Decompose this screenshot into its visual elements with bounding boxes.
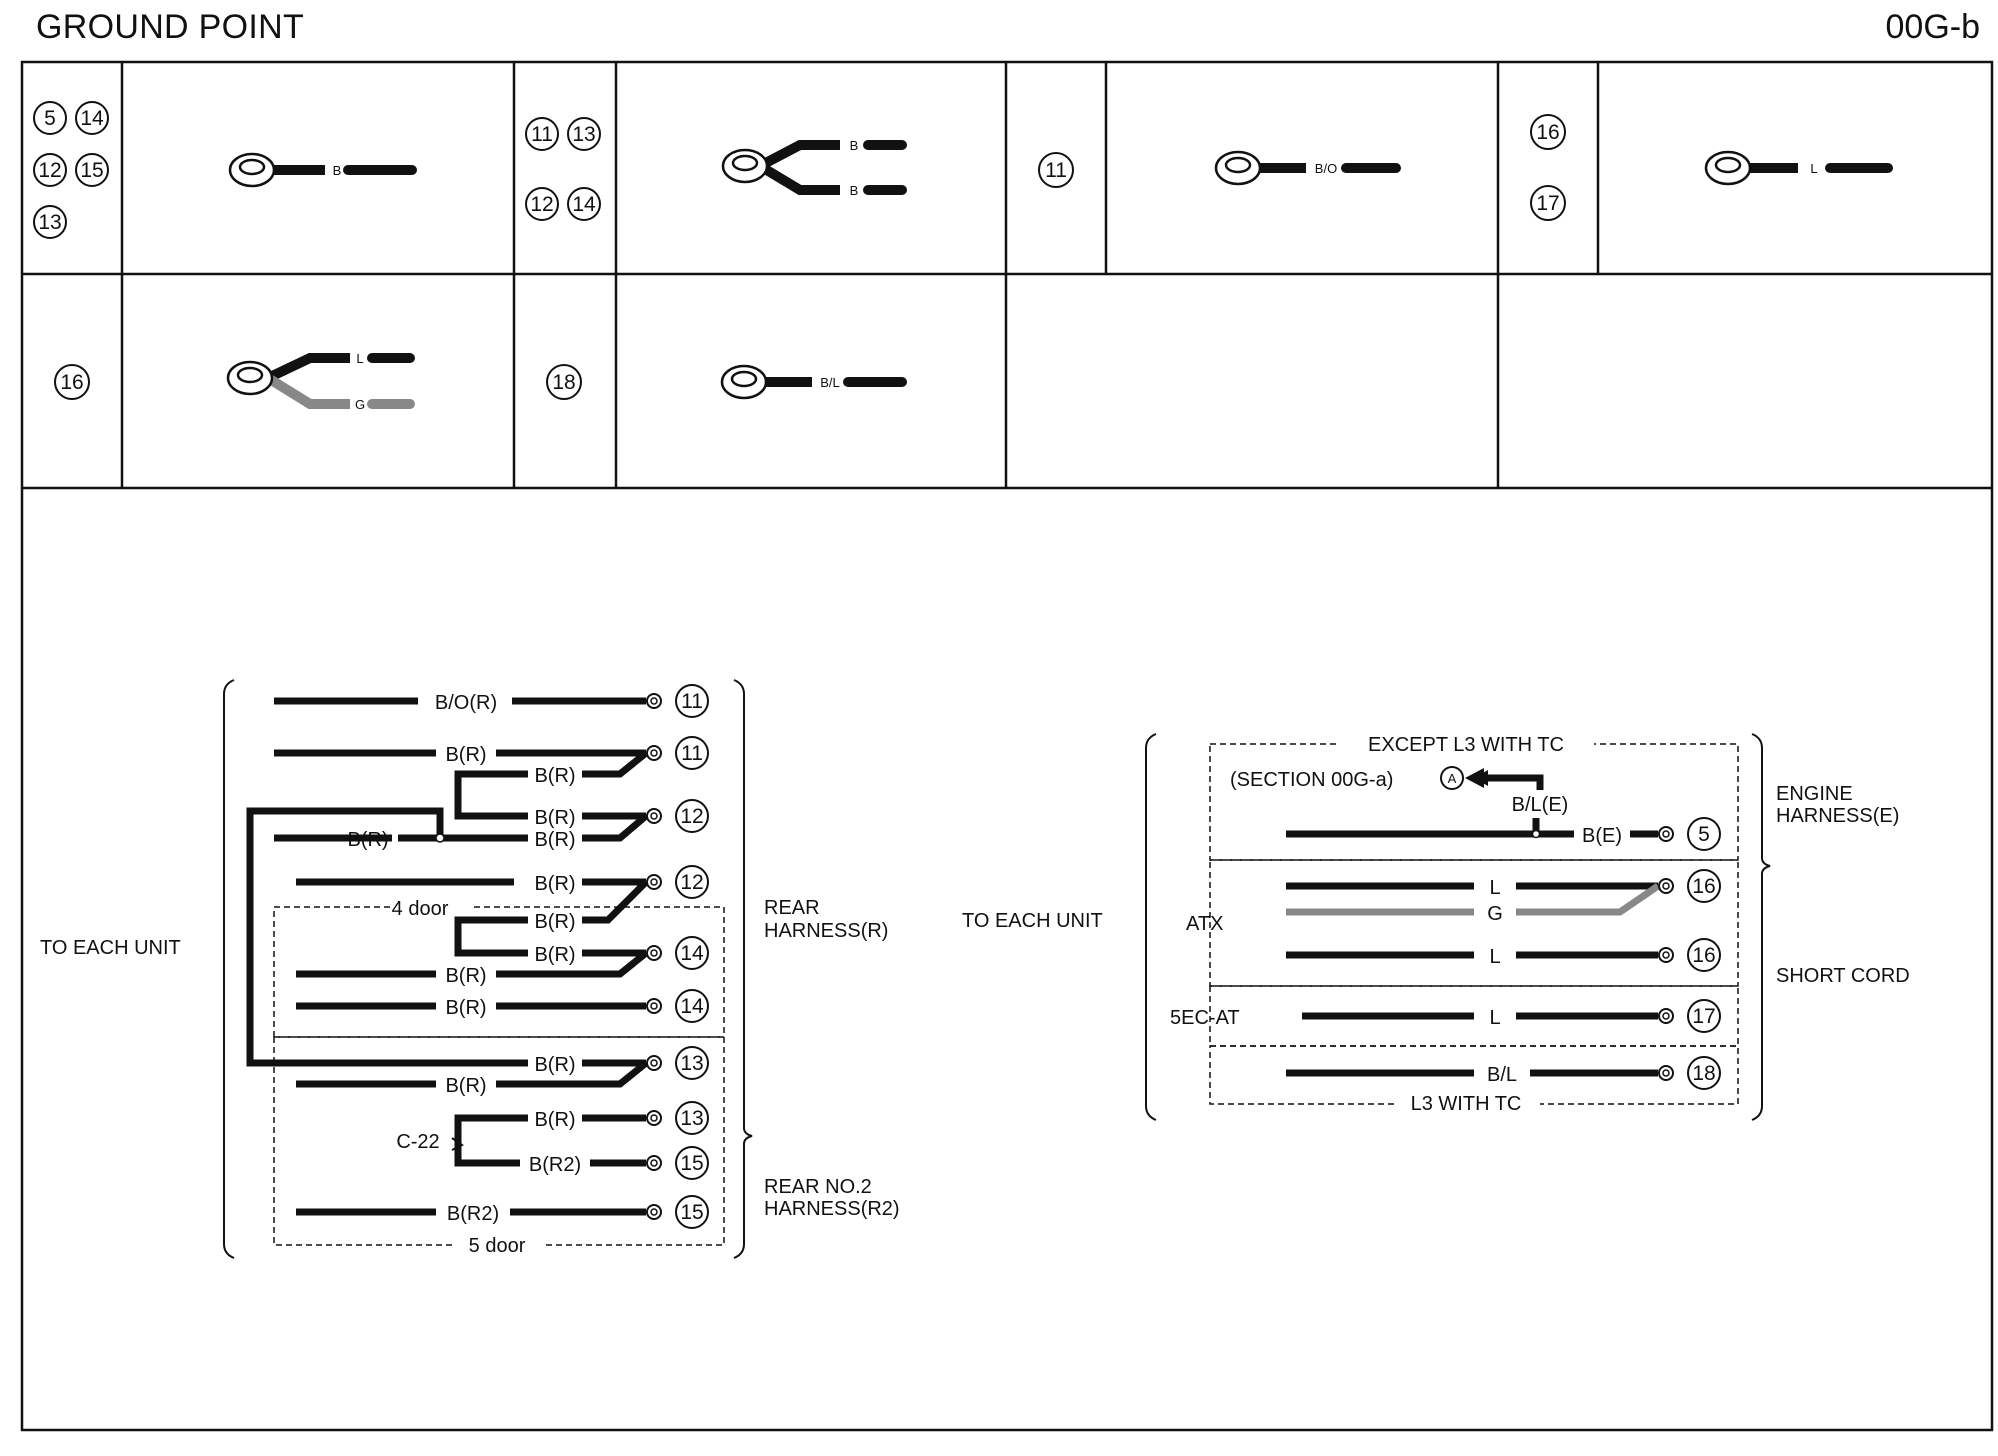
left-ground-diagram: 11 11 12 12 14 14 13 13 15 15 B/O(R) B(R… xyxy=(40,679,900,1259)
wire-label: B(R) xyxy=(534,944,575,966)
rear-harness-label-1: REAR xyxy=(764,897,820,919)
ground-ref: 14 xyxy=(680,942,704,965)
except-l3-label: EXCEPT L3 WITH TC xyxy=(1368,734,1564,756)
wire-label: L xyxy=(356,351,363,366)
ref-18: 18 xyxy=(552,371,575,394)
wire-label: L xyxy=(1489,1007,1500,1029)
l3-with-tc-label: L3 WITH TC xyxy=(1411,1093,1522,1115)
wire-label: B(R) xyxy=(534,873,575,895)
wire-label: B/O xyxy=(1315,161,1337,176)
wire-label: B(R) xyxy=(534,807,575,829)
ref-17: 17 xyxy=(1536,192,1559,215)
page-title: GROUND POINT xyxy=(36,8,305,46)
to-each-unit-label: TO EACH UNIT xyxy=(40,937,181,959)
ref-16: 16 xyxy=(60,371,83,394)
wire-label: B xyxy=(333,163,342,178)
to-each-unit-label: TO EACH UNIT xyxy=(962,910,1103,932)
wire-label: L xyxy=(1489,877,1500,899)
ref-13: 13 xyxy=(572,123,595,146)
ref-12: 12 xyxy=(38,159,61,182)
wire-label: B(R) xyxy=(445,1075,486,1097)
wire-label: L xyxy=(1810,161,1817,176)
five-door-label: 5 door xyxy=(469,1235,526,1257)
ref-16: 16 xyxy=(1536,121,1559,144)
rear-no2-harness-label-1: REAR NO.2 xyxy=(764,1176,872,1198)
ground-ref: 14 xyxy=(680,995,704,1018)
wire-label: B(R) xyxy=(445,997,486,1019)
ground-ref: 15 xyxy=(680,1201,703,1224)
section-ref-label: (SECTION 00G-a) xyxy=(1230,769,1393,791)
wire-label: B/L(E) xyxy=(1512,794,1569,816)
page-code: 00G-b xyxy=(1885,8,1981,46)
5ec-at-label: 5EC-AT xyxy=(1170,1007,1240,1029)
wire-label: B(R) xyxy=(347,829,388,851)
atx-label: ATX xyxy=(1186,913,1223,935)
ground-ref: 13 xyxy=(680,1107,703,1130)
rear-no2-harness-label-2: HARNESS(R2) xyxy=(764,1198,900,1220)
ref-12: 12 xyxy=(530,193,553,216)
ground-ref: 18 xyxy=(1692,1062,1715,1085)
connector-l-single: L xyxy=(1704,150,1893,186)
ground-ref: 12 xyxy=(680,805,703,828)
wire-label: B(R2) xyxy=(447,1203,499,1225)
ref-15: 15 xyxy=(80,159,103,182)
ground-ref: 11 xyxy=(681,690,703,713)
rear-harness-label-2: HARNESS(R) xyxy=(764,920,888,942)
short-cord-label: SHORT CORD xyxy=(1776,965,1910,987)
ref-5: 5 xyxy=(44,107,56,130)
wire-label: B/O(R) xyxy=(435,692,497,714)
connector-bo-single: B/O xyxy=(1214,150,1401,186)
connector-b-double: B B xyxy=(721,138,907,198)
ground-ref: 11 xyxy=(681,742,703,765)
ref-letter: A xyxy=(1448,771,1457,786)
connector-l-g-double: L G xyxy=(226,351,415,412)
connector-c22-label: C-22 xyxy=(396,1131,439,1153)
ground-ref: 16 xyxy=(1692,875,1715,898)
ground-ref: 17 xyxy=(1692,1005,1715,1028)
ref-11: 11 xyxy=(531,123,553,146)
connector-bl-single: B/L xyxy=(720,364,907,400)
wire-label: B xyxy=(850,183,859,198)
engine-harness-label-1: ENGINE xyxy=(1776,783,1853,805)
ref-13: 13 xyxy=(38,211,61,234)
wire-label: B(R) xyxy=(534,1109,575,1131)
right-ground-diagram: EXCEPT L3 WITH TC L3 WITH TC (SECTION 00… xyxy=(962,732,1910,1121)
engine-harness-label-2: HARNESS(E) xyxy=(1776,805,1899,827)
wire-label: G xyxy=(1487,903,1503,925)
ground-ref: 15 xyxy=(680,1152,703,1175)
wire-label: B(R) xyxy=(534,911,575,933)
ground-ref: 5 xyxy=(1698,823,1710,846)
wire-label: B xyxy=(850,138,859,153)
wire-label: B(R) xyxy=(534,829,575,851)
cell-1-refs xyxy=(33,101,109,239)
wire-label: B/L xyxy=(820,375,840,390)
ref-14: 14 xyxy=(572,193,596,216)
connector-b-single: B xyxy=(228,152,417,188)
wire-label: B(E) xyxy=(1582,825,1622,847)
connector-grid xyxy=(20,60,1994,1432)
wire-label: B/L xyxy=(1487,1064,1517,1086)
wire-label: G xyxy=(355,397,365,412)
wire-label: B(R) xyxy=(534,765,575,787)
ref-11: 11 xyxy=(1045,159,1067,182)
wire-label: B(R) xyxy=(445,965,486,987)
four-door-label: 4 door xyxy=(392,898,449,920)
wire-label: B(R) xyxy=(445,744,486,766)
ground-ref: 13 xyxy=(680,1052,703,1075)
wire-label: B(R2) xyxy=(529,1154,581,1176)
wire-label: L xyxy=(1489,946,1500,968)
wire-label: B(R) xyxy=(534,1054,575,1076)
ground-ref: 16 xyxy=(1692,944,1715,967)
ground-ref: 12 xyxy=(680,871,703,894)
ref-14: 14 xyxy=(80,107,104,130)
